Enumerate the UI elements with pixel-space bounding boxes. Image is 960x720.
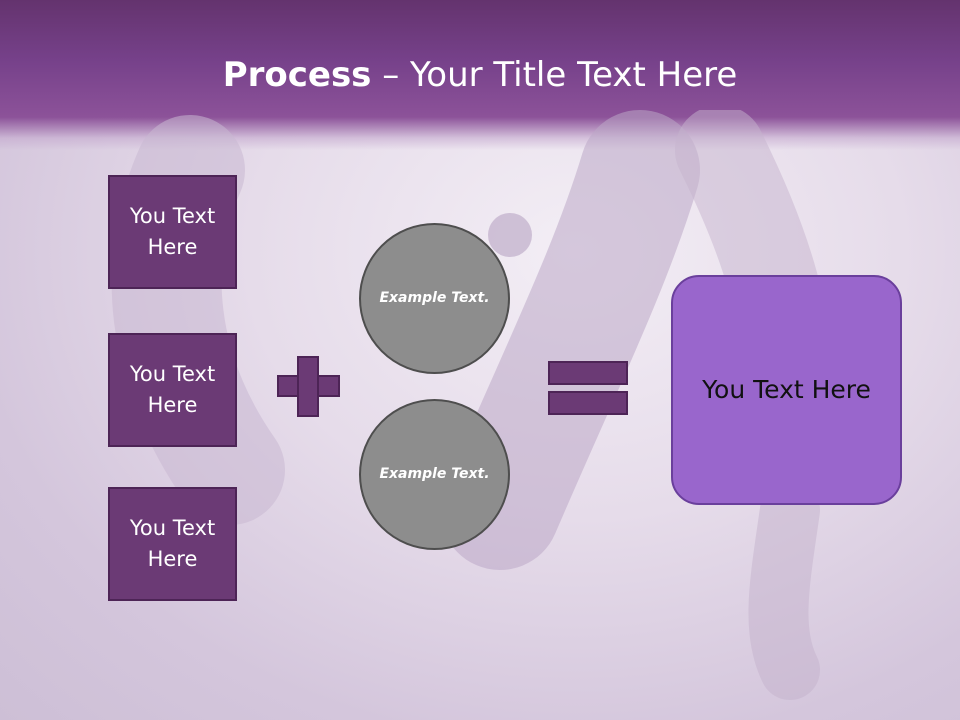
left-box-3: You Text Here bbox=[108, 487, 237, 601]
example-circle-1: Example Text. bbox=[359, 223, 510, 374]
equals-icon-bottom-bar bbox=[548, 391, 628, 415]
title-bold: Process bbox=[222, 55, 372, 95]
title-rest: – Your Title Text Here bbox=[371, 55, 738, 95]
example-circle-2: Example Text. bbox=[359, 399, 510, 550]
left-box-2: You Text Here bbox=[108, 333, 237, 447]
left-box-1: You Text Here bbox=[108, 175, 237, 289]
plus-icon-center bbox=[299, 377, 317, 395]
slide-title: Process – Your Title Text Here bbox=[0, 52, 960, 98]
result-box: You Text Here bbox=[671, 275, 902, 505]
equals-icon-top-bar bbox=[548, 361, 628, 385]
